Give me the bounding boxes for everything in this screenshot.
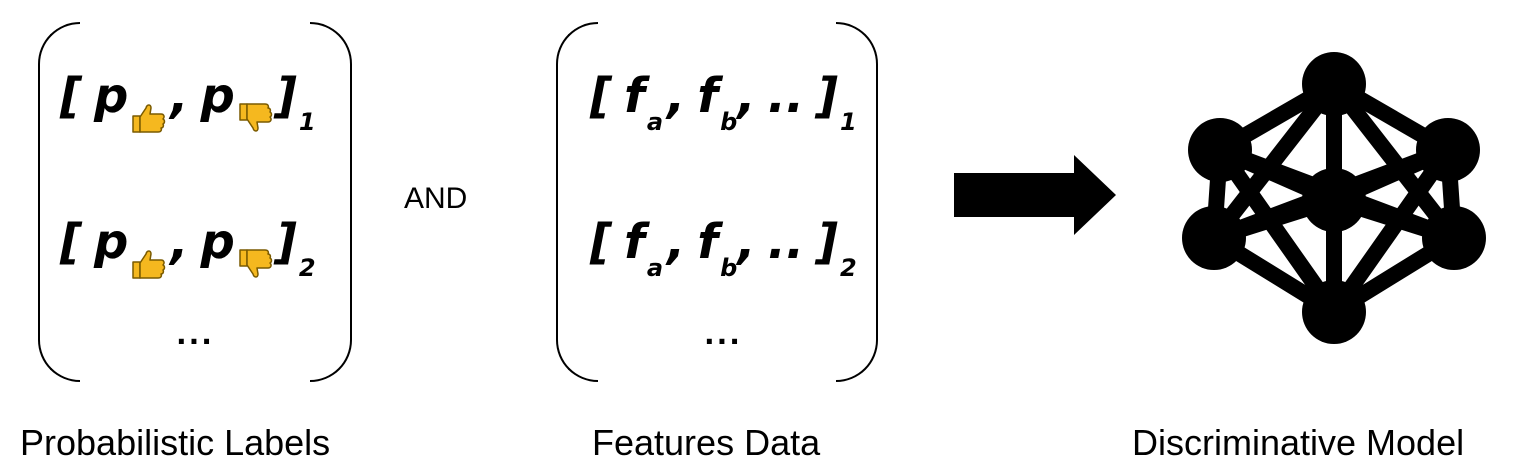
thumbs-up-icon bbox=[130, 248, 166, 280]
features-data-caption: Features Data bbox=[592, 422, 821, 463]
row-index: 2 bbox=[839, 254, 857, 282]
separator: , bbox=[667, 68, 686, 124]
close-bracket: ] bbox=[274, 214, 297, 270]
separator: , bbox=[170, 68, 189, 124]
probabilistic-labels-caption: Probabilistic Labels bbox=[20, 422, 331, 463]
feature-var: f bbox=[623, 214, 645, 270]
separator: , bbox=[737, 214, 756, 270]
labels-row-1: [ p , p ] 1 bbox=[60, 50, 316, 134]
feature-sub-b: b bbox=[720, 108, 738, 136]
feature-sub-a: a bbox=[646, 254, 664, 282]
row-index: 1 bbox=[839, 108, 857, 136]
discriminative-model-caption: Discriminative Model bbox=[1132, 422, 1465, 463]
thumbs-up-icon bbox=[130, 102, 166, 134]
features-row-2: [ f a , f b , .. ] 2 bbox=[590, 196, 857, 280]
labels-row-2: [ p , p ] 2 bbox=[60, 196, 316, 280]
feature-sub-b: b bbox=[720, 254, 738, 282]
feature-var: f bbox=[623, 68, 645, 124]
open-bracket: [ bbox=[590, 214, 612, 270]
separator: , bbox=[667, 214, 686, 270]
row-index: 1 bbox=[298, 108, 316, 136]
and-connector: AND bbox=[404, 182, 468, 215]
close-bracket: ] bbox=[816, 68, 838, 124]
prob-var: p bbox=[200, 68, 235, 124]
separator: , bbox=[170, 214, 189, 270]
continuation-dots: .. bbox=[767, 214, 805, 270]
close-bracket: ] bbox=[274, 68, 297, 124]
row-index: 2 bbox=[298, 254, 316, 282]
right-arrow-icon bbox=[954, 155, 1116, 235]
prob-var: p bbox=[93, 68, 129, 124]
neural-network-icon bbox=[1182, 52, 1486, 344]
feature-var: f bbox=[697, 68, 719, 124]
thumbs-down-icon bbox=[237, 248, 273, 280]
labels-right-bracket bbox=[310, 22, 352, 382]
continuation-dots: .. bbox=[767, 68, 805, 124]
open-bracket: [ bbox=[590, 68, 612, 124]
feature-var: f bbox=[697, 214, 719, 270]
features-row-1: [ f a , f b , .. ] 1 bbox=[590, 50, 857, 134]
open-bracket: [ bbox=[60, 68, 82, 124]
labels-ellipsis: ... bbox=[176, 318, 214, 351]
feature-sub-a: a bbox=[646, 108, 664, 136]
prob-var: p bbox=[200, 214, 235, 270]
thumbs-down-icon bbox=[237, 102, 273, 134]
separator: , bbox=[737, 68, 756, 124]
open-bracket: [ bbox=[60, 214, 82, 270]
close-bracket: ] bbox=[816, 214, 838, 270]
prob-var: p bbox=[93, 214, 129, 270]
features-ellipsis: ... bbox=[704, 318, 742, 351]
